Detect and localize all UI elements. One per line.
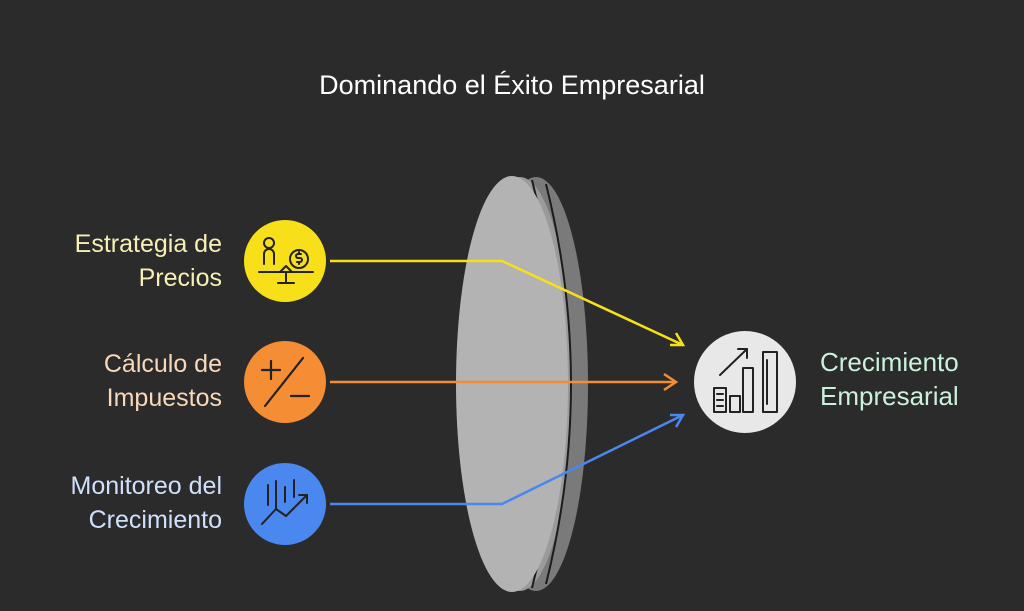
connector-precios xyxy=(330,259,686,347)
label-line-1: Monitoreo del xyxy=(70,472,222,500)
balance-scale-money-icon xyxy=(258,237,314,284)
label-line-2: Empresarial xyxy=(820,381,959,411)
label-line-2: Precios xyxy=(138,264,222,292)
output-node-crecimiento-empresarial xyxy=(694,331,796,433)
connector-crecimiento xyxy=(330,413,686,506)
label-crecimiento-empresarial: Crecimiento Empresarial xyxy=(820,345,1020,413)
diagram-title: Dominando el Éxito Empresarial xyxy=(319,70,705,100)
input-node-impuestos xyxy=(244,341,326,423)
label-line-1: Crecimiento xyxy=(820,347,959,377)
label-line-1: Cálculo de xyxy=(103,350,222,378)
growth-chart-icon xyxy=(261,479,308,525)
connector-impuestos xyxy=(330,372,679,392)
label-estrategia-de-precios: Estrategia de Precios xyxy=(2,227,222,295)
lens-shape xyxy=(456,176,588,592)
label-calculo-de-impuestos: Cálculo de Impuestos xyxy=(2,347,222,415)
input-node-precios xyxy=(244,220,326,302)
label-monitoreo-del-crecimiento: Monitoreo del Crecimiento xyxy=(2,469,222,537)
input-node-crecimiento xyxy=(244,463,326,545)
growth-bars-icon xyxy=(713,348,778,413)
plus-minus-icon xyxy=(260,356,311,408)
label-line-2: Impuestos xyxy=(106,384,222,412)
label-line-2: Crecimiento xyxy=(88,506,222,534)
label-line-1: Estrategia de xyxy=(74,230,222,258)
